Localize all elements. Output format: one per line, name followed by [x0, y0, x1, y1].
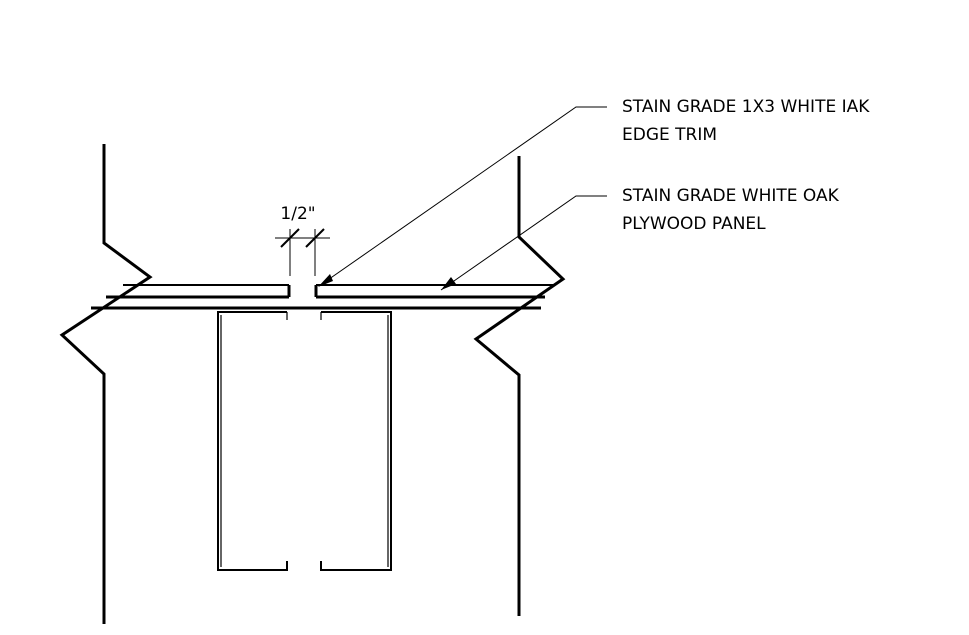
note-edge-trim-line1: STAIN GRADE 1X3 WHITE IAK — [622, 97, 870, 117]
left-break-line — [59, 144, 153, 624]
leader-arrowhead-edge-trim — [318, 274, 333, 287]
dimension-tick-left — [280, 228, 300, 248]
leader-line-edge-trim — [321, 106, 607, 285]
note-plywood-panel-line2: PLYWOOD PANEL — [622, 214, 766, 234]
stud-channel-left — [217, 311, 288, 571]
right-break-line — [473, 156, 566, 616]
note-plywood-panel-line1: STAIN GRADE WHITE OAK — [622, 186, 840, 206]
stud-channel-right — [320, 311, 392, 571]
leader-line-plywood-panel — [440, 195, 607, 291]
dimension-gap-label: 1/2" — [280, 204, 315, 224]
note-edge-trim-line2: EDGE TRIM — [622, 125, 717, 145]
dimension-tick-right — [305, 228, 325, 248]
leader-arrowhead-plywood-panel — [441, 277, 456, 290]
